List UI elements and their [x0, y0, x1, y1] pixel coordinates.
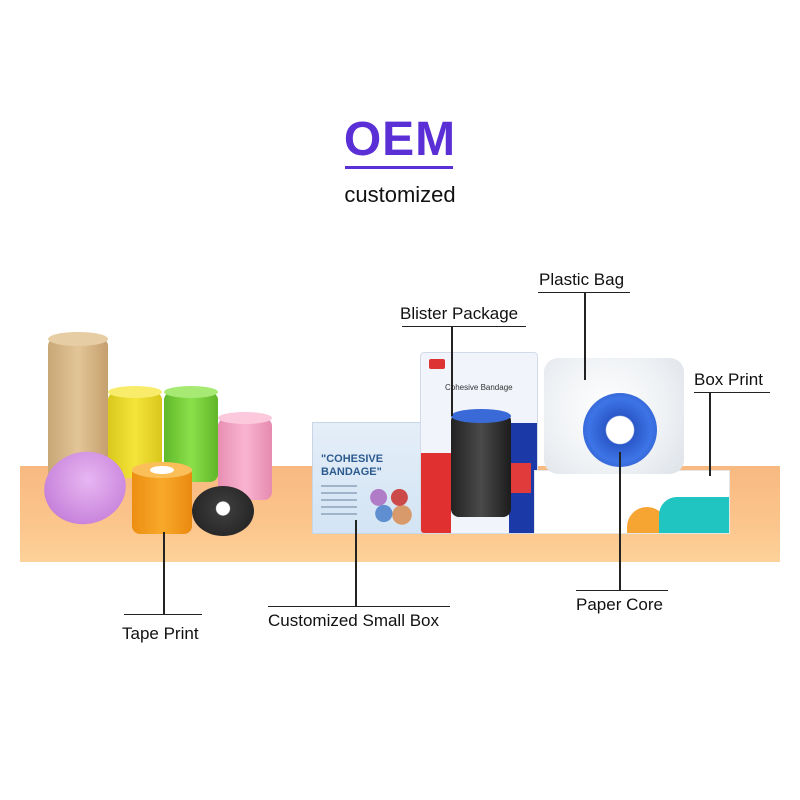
box-title-line1: "COHESIVE	[321, 453, 384, 465]
blister-package: Cohesive Bandage	[420, 352, 538, 534]
printed-box-teal-shape	[659, 497, 729, 533]
title-underline	[345, 166, 453, 169]
pink-roll-top	[218, 412, 272, 424]
green-roll-top	[164, 386, 218, 398]
blister-roll-top	[451, 409, 511, 423]
customized-small-box: "COHESIVE BANDAGE"	[312, 422, 422, 534]
blister-red-stripe	[421, 453, 451, 533]
box-print-underline	[694, 392, 770, 393]
small-box-underline	[268, 606, 450, 607]
small-box-leader	[355, 520, 357, 606]
printed-box	[534, 470, 730, 534]
tape-print-underline	[124, 614, 202, 615]
box-print-leader	[709, 392, 711, 476]
page-title: OEM	[343, 113, 457, 166]
plastic-bag-label: Plastic Bag	[539, 270, 625, 289]
blister-label: Cohesive Bandage	[445, 383, 513, 392]
blister-leader	[451, 326, 453, 416]
tape-print-label: Tape Print	[122, 624, 199, 643]
box-text-lines	[321, 485, 357, 519]
yellow-roll-top	[108, 386, 162, 398]
paper-core-label: Paper Core	[576, 595, 663, 614]
box-title-line2: BANDAGE"	[321, 466, 382, 478]
blister-red-accent	[511, 463, 531, 493]
blister-package-label: Blister Package	[400, 304, 519, 323]
paper-core-leader	[619, 452, 621, 590]
box-print-label: Box Print	[694, 370, 763, 389]
plastic-bag-leader	[584, 292, 586, 380]
paper-core-underline	[576, 590, 668, 591]
blister-underline	[402, 326, 526, 327]
orange-roll-core	[150, 466, 174, 474]
box-rolls-image	[363, 479, 415, 525]
blister-hang-tab	[429, 359, 445, 369]
box-title: "COHESIVE BANDAGE"	[321, 453, 383, 479]
tan-roll-top	[48, 332, 108, 346]
black-tape-roll	[192, 486, 254, 536]
small-box-label: Customized Small Box	[268, 611, 440, 630]
blister-roll	[451, 413, 511, 517]
page-subtitle: customized	[344, 182, 456, 207]
tape-print-leader	[163, 532, 165, 614]
